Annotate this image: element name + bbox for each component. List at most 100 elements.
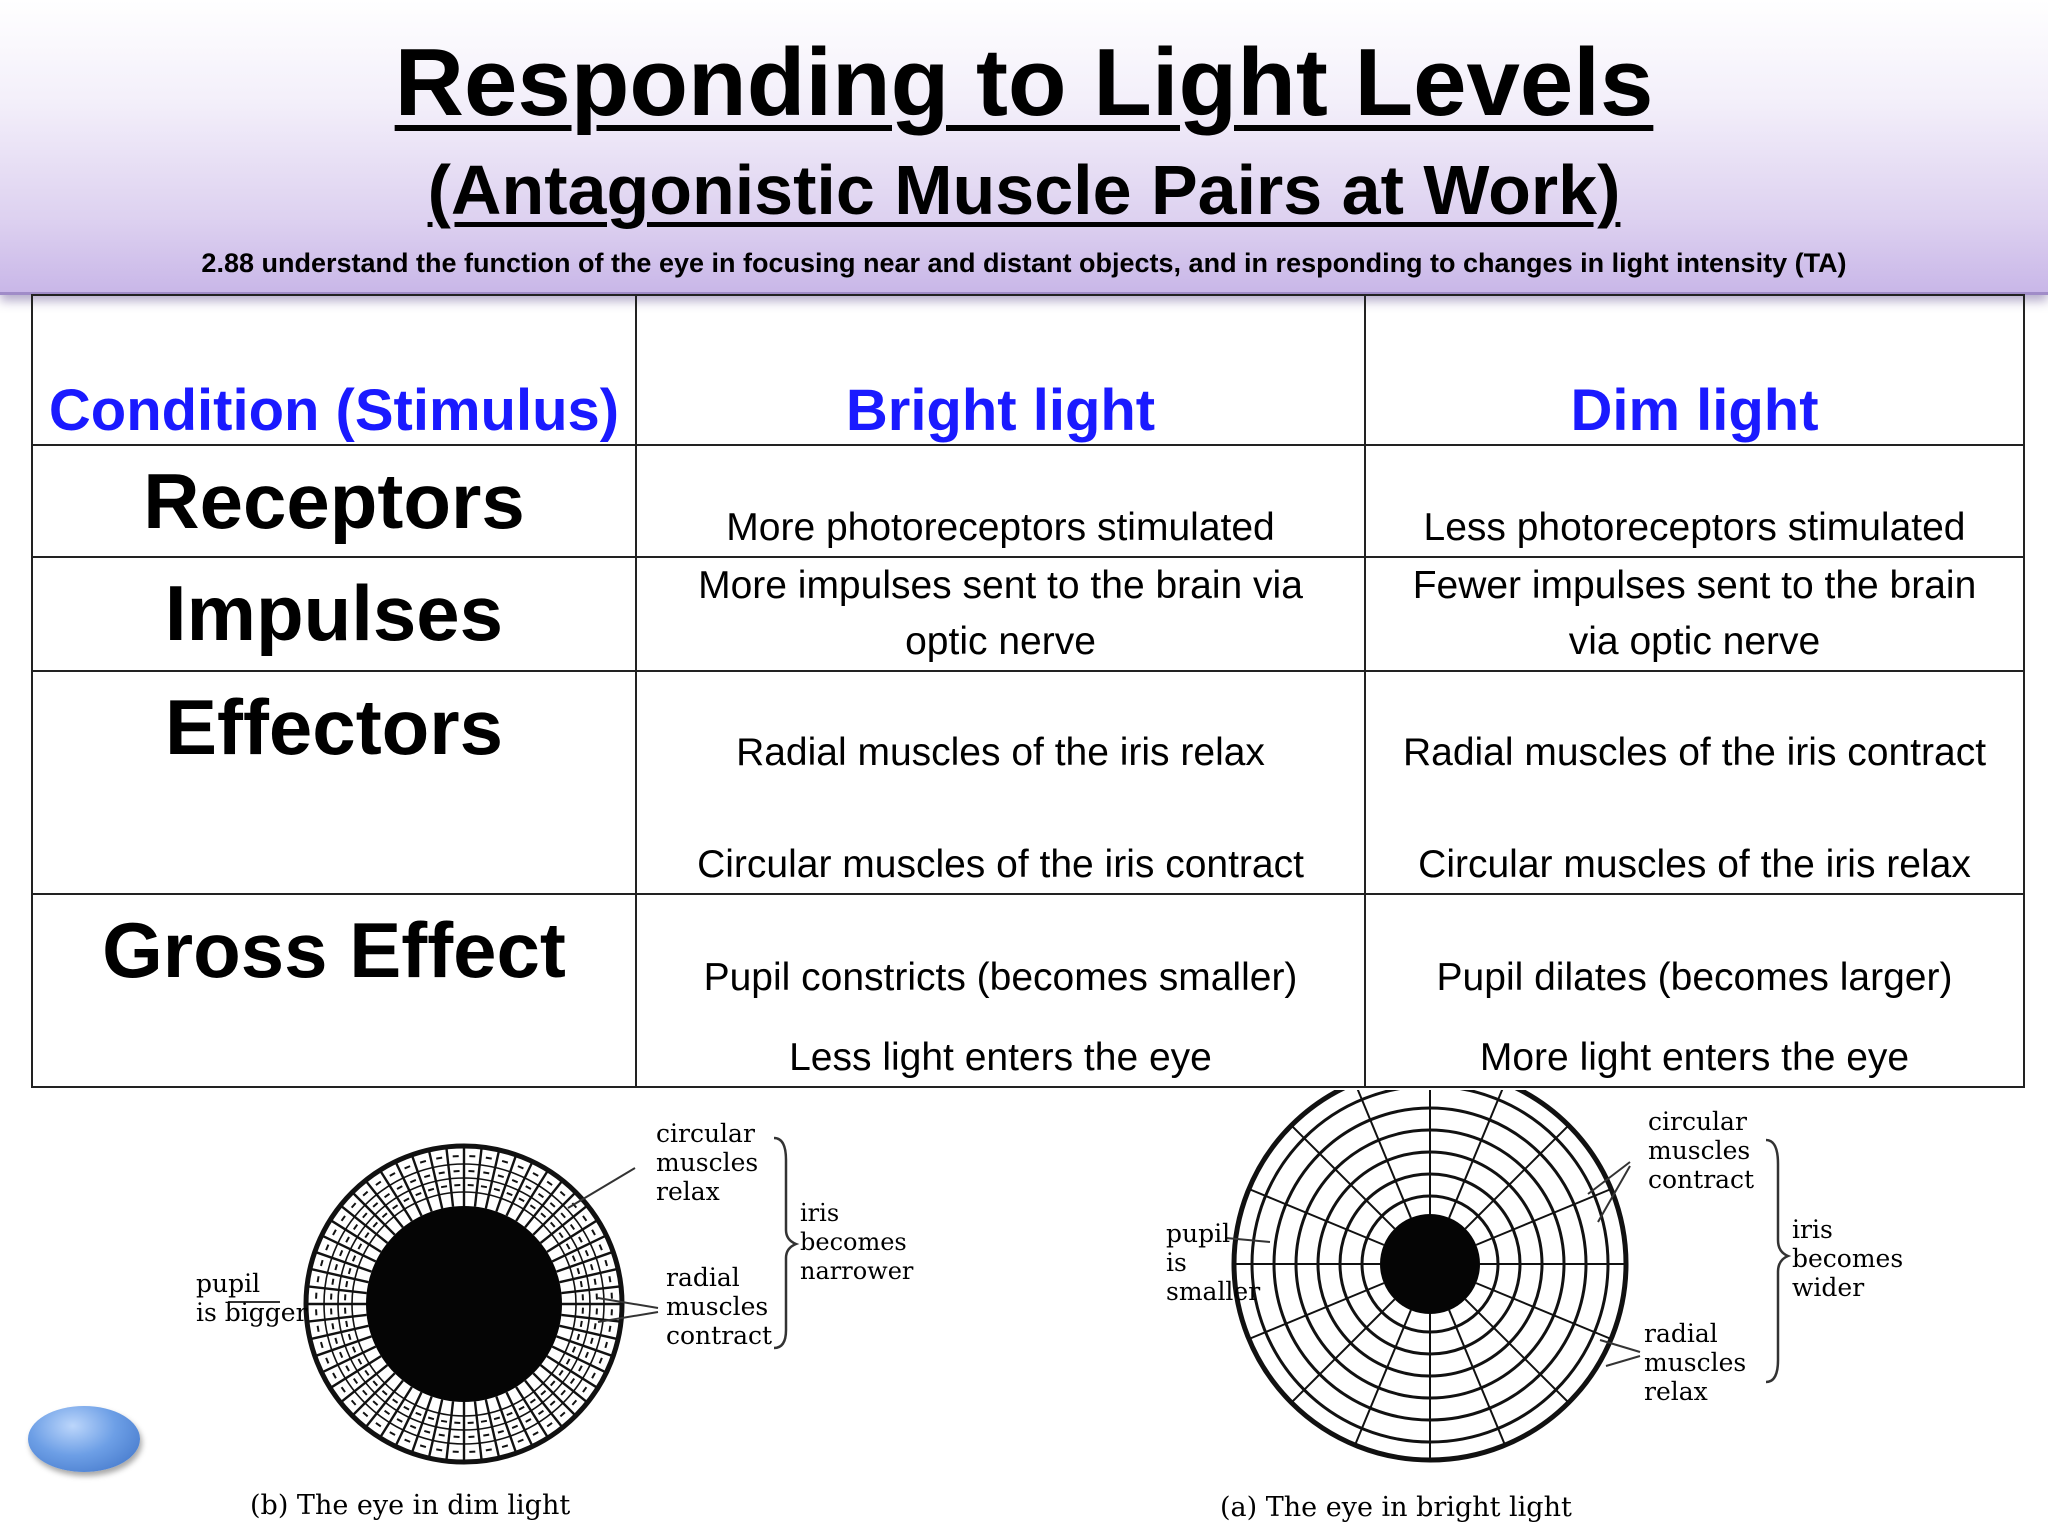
muscle-line xyxy=(389,1172,396,1177)
muscle-line xyxy=(306,1313,367,1323)
muscle-line xyxy=(593,1323,597,1330)
label-iris-becomes-wider: iris becomes wider xyxy=(1792,1215,1911,1302)
muscle-line xyxy=(559,1411,566,1418)
muscle-line xyxy=(392,1204,399,1210)
muscle-line xyxy=(334,1337,338,1344)
muscle-line xyxy=(331,1278,335,1285)
cell-text: Less light enters the eye xyxy=(789,1036,1212,1079)
muscle-line xyxy=(546,1422,553,1428)
header-condition: Condition (Stimulus) xyxy=(31,294,637,446)
cell-text: optic nerve xyxy=(905,620,1096,663)
muscle-line xyxy=(598,1244,603,1251)
muscle-line xyxy=(551,1234,607,1263)
muscle-line xyxy=(579,1280,583,1288)
muscle-line xyxy=(384,1192,391,1199)
slide-title: Responding to Light Levels xyxy=(394,29,1654,136)
label-radial-muscles-relax: radial muscles relax xyxy=(1644,1319,1754,1406)
pointer-line xyxy=(1587,1161,1631,1195)
muscle-line xyxy=(473,1401,483,1462)
muscle-line xyxy=(608,1325,612,1332)
muscle-line xyxy=(427,1416,435,1421)
decorative-blue-bubble xyxy=(28,1406,140,1472)
muscle-line xyxy=(352,1224,359,1231)
muscle-line xyxy=(525,1185,532,1190)
muscle-line xyxy=(505,1391,534,1447)
cell-text: via optic nerve xyxy=(1568,620,1821,663)
muscle-line xyxy=(546,1218,599,1253)
dim-light-eye-diagram: circular muscles relax iris becomes narr… xyxy=(196,1119,914,1521)
muscle-line xyxy=(404,1438,411,1443)
label-circular-muscles-relax: circular muscles relax xyxy=(656,1119,766,1206)
muscle-line xyxy=(347,1333,352,1341)
muscle-line xyxy=(565,1358,571,1365)
muscle-line xyxy=(345,1280,349,1288)
muscle-line xyxy=(515,1386,550,1439)
pointer-line xyxy=(567,1167,636,1209)
muscle-line xyxy=(506,1191,513,1197)
muscle-line xyxy=(483,1433,490,1437)
muscle-line xyxy=(334,1264,338,1271)
muscle-line xyxy=(319,1341,324,1349)
muscle-line xyxy=(1448,1090,1504,1219)
muscle-line xyxy=(331,1323,335,1330)
muscle-line xyxy=(537,1192,544,1199)
pointer-line xyxy=(1599,1339,1641,1353)
muscle-line xyxy=(505,1161,534,1217)
muscle-line xyxy=(329,1218,382,1253)
muscle-ring xyxy=(351,1191,577,1417)
spacer xyxy=(643,781,1358,837)
muscle-line xyxy=(546,1355,599,1390)
muscle-line xyxy=(511,1179,519,1184)
muscle-line xyxy=(316,1276,320,1283)
muscle-line xyxy=(511,1424,519,1429)
muscle-line xyxy=(314,1250,372,1273)
muscle-line xyxy=(1354,1309,1412,1446)
muscle-line xyxy=(501,1444,509,1449)
muscle-line xyxy=(556,1335,614,1358)
muscle-line xyxy=(525,1418,532,1423)
muscle-line xyxy=(362,1411,369,1418)
muscle-line xyxy=(419,1159,427,1164)
muscle-line xyxy=(415,1191,422,1197)
iris-circular-grid xyxy=(1234,1090,1626,1460)
iris-radial-grid xyxy=(306,1146,622,1462)
muscle-line xyxy=(598,1357,603,1364)
muscle-line xyxy=(539,1364,589,1404)
muscle-line xyxy=(436,1448,443,1452)
pupil-large xyxy=(366,1206,562,1402)
muscle-line xyxy=(427,1149,444,1209)
muscle-line xyxy=(375,1180,382,1186)
muscle-line xyxy=(559,1324,619,1341)
muscle-line xyxy=(438,1171,445,1175)
muscle-line xyxy=(410,1154,433,1212)
pointer-line xyxy=(1225,1237,1271,1243)
muscle-line xyxy=(357,1358,363,1365)
muscle-line xyxy=(362,1190,369,1197)
muscle-line xyxy=(584,1249,589,1257)
label-circular-muscles-contract: circular muscles contract xyxy=(1648,1107,1758,1194)
muscle-line xyxy=(549,1400,556,1406)
table-row-gross-effect: Gross Effect Pupil constricts (becomes s… xyxy=(31,893,2025,1088)
header-bright-light: Bright light xyxy=(635,294,1366,446)
muscle-line xyxy=(445,1146,455,1207)
muscle-line xyxy=(558,1232,564,1239)
muscle-line xyxy=(497,1174,504,1178)
muscle-line xyxy=(569,1377,576,1384)
muscle-line xyxy=(427,1399,444,1459)
pupil-small xyxy=(1380,1214,1480,1314)
muscle-line xyxy=(440,1419,448,1423)
muscle-line xyxy=(424,1430,431,1434)
pointer-line xyxy=(597,1297,659,1309)
cell-receptors-dim: Less photoreceptors stimulated xyxy=(1364,444,2025,558)
muscle-line xyxy=(591,1229,596,1236)
cell-text: Circular muscles of the iris relax xyxy=(1418,843,1971,886)
muscle-line xyxy=(565,1243,571,1250)
muscle-line xyxy=(362,1212,368,1219)
cell-gross-dim: Pupil dilates (becomes larger)More light… xyxy=(1364,893,2025,1088)
muscle-line xyxy=(351,1372,396,1417)
iris-outline xyxy=(1231,1090,1629,1463)
muscle-line xyxy=(559,1267,619,1284)
slide-header: Responding to Light Levels (Antagonistic… xyxy=(0,0,2048,295)
